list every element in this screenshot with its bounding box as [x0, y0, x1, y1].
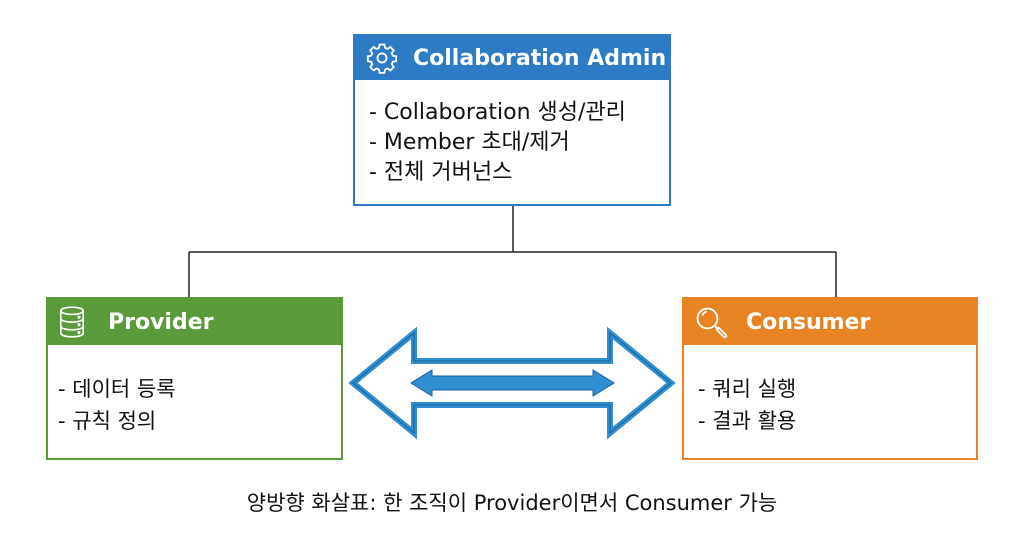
provider-box: Provider - 데이터 등록 - 규칙 정의 [46, 297, 343, 460]
caption: 양방향 화살표: 한 조직이 Provider이면서 Consumer 가능 [246, 491, 778, 515]
provider-title: Provider [108, 309, 214, 335]
consumer-title: Consumer [746, 309, 871, 335]
admin-item: - Collaboration 생성/관리 [369, 100, 626, 125]
inner-double-arrow [410, 369, 615, 397]
provider-item: - 규칙 정의 [58, 409, 157, 433]
outer-double-arrow-inner-line [352, 331, 672, 435]
admin-header: Collaboration Admin [355, 36, 669, 80]
search-icon [694, 305, 728, 339]
consumer-items: - 쿼리 실행 - 결과 활용 [684, 345, 976, 437]
provider-header: Provider [48, 299, 341, 345]
collaboration-admin-box: Collaboration Admin - Collaboration 생성/관… [353, 34, 671, 206]
admin-item: - Member 초대/제거 [369, 130, 570, 155]
provider-item: - 데이터 등록 [58, 377, 176, 401]
admin-item: - 전체 거버넌스 [369, 160, 513, 185]
provider-items: - 데이터 등록 - 규칙 정의 [48, 345, 341, 437]
consumer-item: - 결과 활용 [698, 409, 797, 433]
consumer-box: Consumer - 쿼리 실행 - 결과 활용 [682, 297, 978, 460]
consumer-item: - 쿼리 실행 [698, 377, 797, 401]
database-icon [58, 305, 86, 339]
admin-title: Collaboration Admin [413, 45, 667, 71]
consumer-header: Consumer [684, 299, 976, 345]
admin-items: - Collaboration 생성/관리 - Member 초대/제거 - 전… [355, 80, 669, 188]
gear-icon [365, 41, 399, 75]
